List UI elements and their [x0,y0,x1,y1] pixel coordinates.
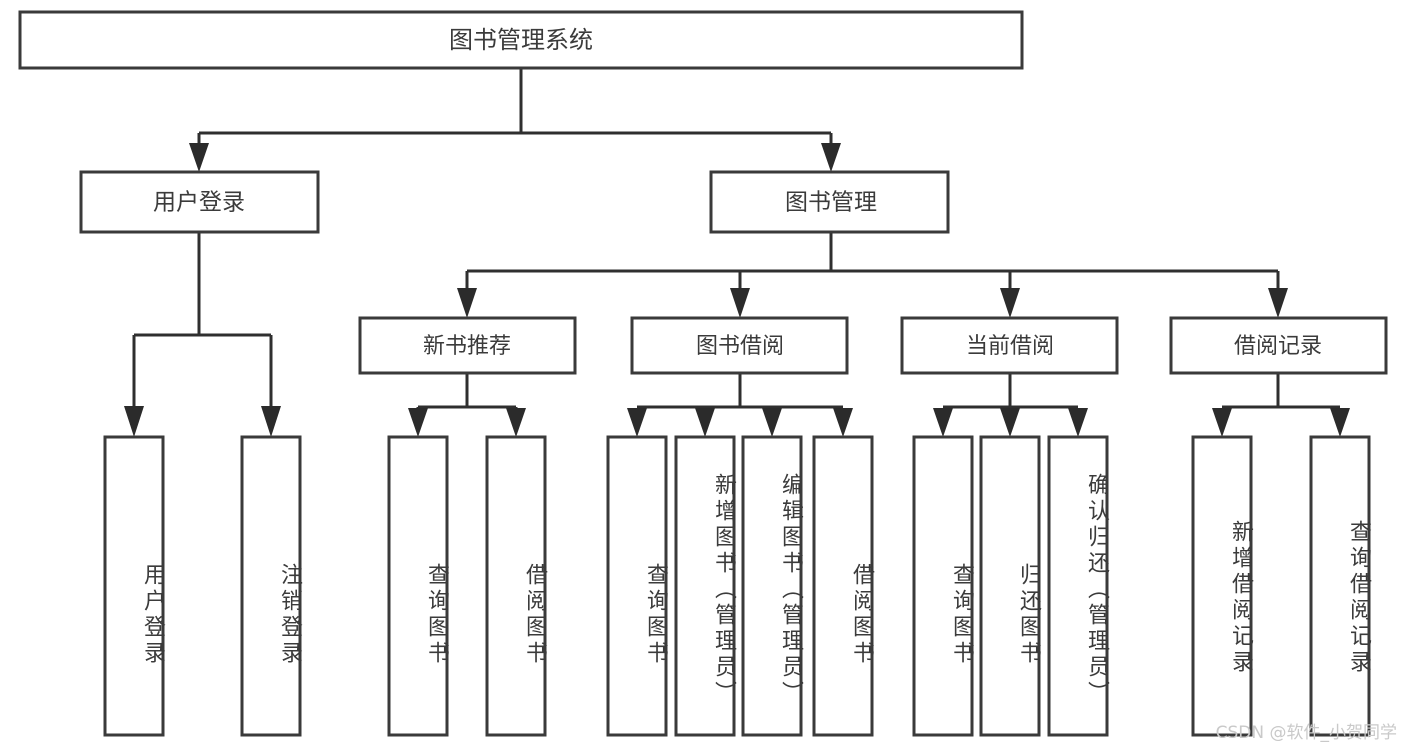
arrow-borrowrecord-leaf-2 [1330,408,1350,437]
arrow-currentborrow-leaf-2 [1000,408,1020,437]
node-borrow-record-label: 借阅记录 [1234,334,1322,359]
arrow-bookmgmt-to-bookborrow [730,288,750,318]
node-current-borrow[interactable]: 当前借阅 [900,316,1119,375]
arrow-bookborrow-leaf-1 [627,408,647,437]
arrow-currentborrow-leaf-3 [1068,408,1088,437]
arrow-borrowrecord-leaf-1 [1212,408,1232,437]
arrow-root-to-book-management [821,143,841,172]
node-root[interactable]: 图书管理系统 [18,10,1024,70]
node-leaf-user-login[interactable] [103,435,165,737]
node-leaf-user-logout[interactable] [240,435,302,737]
node-layer: 图书管理系统 用户登录 图书管理 新书推荐 图书借阅 [18,10,1388,737]
arrow-userlogin-leaf-1 [124,406,144,437]
node-leaf-confirm-return[interactable] [1047,435,1109,737]
node-book-borrow[interactable]: 图书借阅 [630,316,849,375]
node-book-management-label: 图书管理 [785,190,877,216]
node-leaf-borrow-book-1[interactable] [485,435,547,737]
arrow-newbook-leaf-1 [408,408,428,437]
arrow-root-to-user-login [189,143,209,172]
arrow-bookmgmt-to-currentborrow [1000,288,1020,318]
node-borrow-record[interactable]: 借阅记录 [1169,316,1388,375]
arrow-bookborrow-leaf-3 [762,408,782,437]
node-user-login[interactable]: 用户登录 [79,170,320,234]
arrow-bookborrow-leaf-4 [833,408,853,437]
arrow-bookborrow-leaf-2 [695,408,715,437]
arrow-userlogin-leaf-2 [261,406,281,437]
node-user-login-label: 用户登录 [153,190,245,216]
node-leaf-add-book[interactable] [674,435,736,737]
arrow-newbook-leaf-2 [506,408,526,437]
arrow-bookmgmt-to-newbook [457,288,477,318]
node-leaf-query-book-2[interactable] [606,435,668,737]
arrow-currentborrow-leaf-1 [933,408,953,437]
node-leaf-edit-book[interactable] [741,435,803,737]
node-leaf-query-book-3[interactable] [912,435,974,737]
node-leaf-query-record[interactable] [1309,435,1371,737]
node-leaf-query-book-1[interactable] [387,435,449,737]
node-new-book-recommend-label: 新书推荐 [423,334,511,359]
node-new-book-recommend[interactable]: 新书推荐 [358,316,577,375]
node-root-label: 图书管理系统 [449,26,593,54]
node-current-borrow-label: 当前借阅 [966,334,1054,359]
node-leaf-return-book[interactable] [979,435,1041,737]
arrow-bookmgmt-to-borrowrecord [1268,288,1288,318]
csdn-watermark: CSDN @软件_小贺同学 [1215,723,1397,743]
node-book-borrow-label: 图书借阅 [696,334,784,359]
node-leaf-add-record[interactable] [1191,435,1253,737]
node-leaf-borrow-book-2[interactable] [812,435,874,737]
node-book-management[interactable]: 图书管理 [709,170,950,234]
connector-layer [124,68,1350,437]
